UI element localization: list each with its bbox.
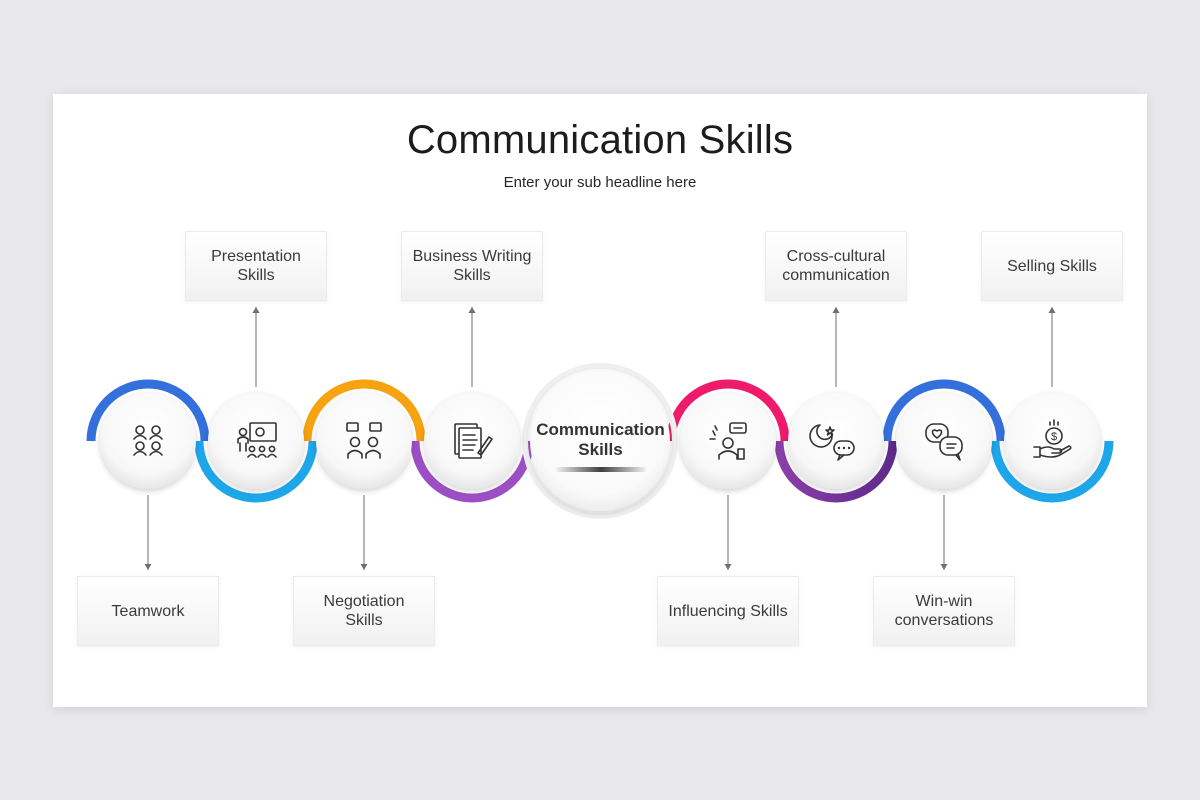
arrowhead-4 [468,307,476,313]
skill-label-box: Selling Skills [981,231,1123,301]
skill-label: Teamwork [111,602,185,620]
center-underline [556,467,646,472]
win-win-icon [925,423,963,461]
skill-label-box: Influencing Skills [657,576,799,646]
skill-disc-1 [100,393,196,489]
arc-3 [302,379,426,442]
arrowhead-3 [360,564,368,570]
skill-label: Negotiation Skills [323,593,405,629]
arrowhead-1 [144,564,152,570]
skill-disc-6 [788,393,884,489]
negotiation-icon [346,422,382,459]
arc-4 [410,440,534,503]
skill-disc-5 [680,393,776,489]
teamwork-icon [133,425,163,456]
connectors-layer [144,307,1056,570]
business-writing-icon [454,423,493,459]
skill-label-box: Negotiation Skills [293,576,435,646]
arc-6 [774,440,898,503]
arrowhead-5 [724,564,732,570]
skill-label-box: Win-win conversations [873,576,1015,646]
skill-label-box: Business Writing Skills [401,231,543,301]
arrowhead-6 [832,307,840,313]
arc-5 [666,379,790,442]
arc-7 [882,379,1006,442]
influencing-icon [709,422,747,460]
skill-label-box: Cross-cultural communication [765,231,907,301]
center-disc [530,371,670,511]
skill-disc-8 [1004,393,1100,489]
arrowhead-2 [252,307,260,313]
arc-2 [194,440,318,503]
page-subtitle: Enter your sub headline here [503,174,697,191]
svg-text:$: $ [1051,431,1057,443]
skill-label: Business Writing Skills [412,248,532,284]
skill-label-box: Teamwork [77,576,219,646]
page-title: Communication Skills [406,118,794,162]
arrowhead-8 [1048,307,1056,313]
skill-label: Influencing Skills [668,602,788,620]
arc-1 [86,379,210,442]
arc-8 [990,440,1114,503]
skill-label: Selling Skills [1007,257,1097,275]
skill-label-box: Presentation Skills [185,231,327,301]
skill-label: Cross-cultural communication [782,248,890,284]
skill-label: Presentation Skills [211,248,301,284]
skill-label: Win-win conversations [894,593,994,629]
icons-layer: $ [133,419,1072,461]
presentation-icon [237,422,277,458]
skill-disc-3 [316,393,412,489]
selling-icon: $ [1033,419,1072,458]
cross-cultural-icon [809,424,855,461]
arrowhead-7 [940,564,948,570]
center-ring [522,363,678,519]
arcs-layer [86,379,1114,503]
center-label: Communication Skills [536,420,665,459]
